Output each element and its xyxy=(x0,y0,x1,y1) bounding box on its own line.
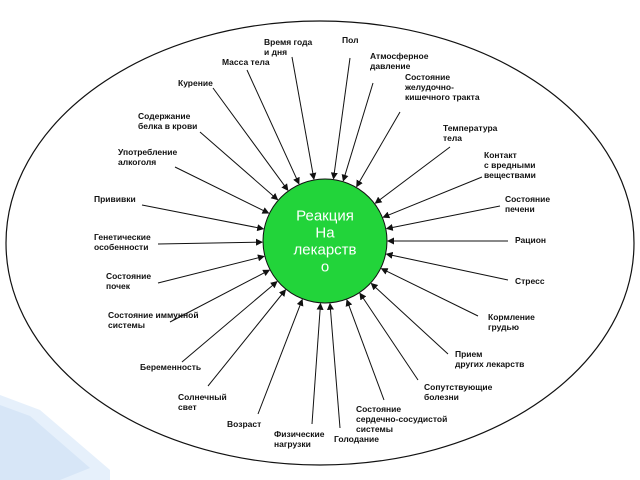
arrow-solnechnyy-svet xyxy=(207,289,287,387)
center-circle xyxy=(262,178,388,304)
factor-label-racion: Рацион xyxy=(515,235,546,245)
outer-ellipse xyxy=(5,20,635,466)
arrow-massa-tela xyxy=(246,69,300,185)
factor-label-vozrast: Возраст xyxy=(227,419,261,429)
arrow-geneticheskie-osobennosti xyxy=(157,238,263,246)
factor-label-golodanie: Голодание xyxy=(334,434,379,444)
arrow-vremya-goda xyxy=(291,56,317,180)
arrow-privivki xyxy=(141,204,265,232)
arrow-vozrast xyxy=(257,298,304,415)
arrow-beremennost xyxy=(181,281,278,363)
arrows-group xyxy=(141,56,509,429)
arrow-stress xyxy=(385,251,509,281)
arrow-atmosfernoe-davlenie xyxy=(341,82,374,182)
arrow-pol xyxy=(330,57,351,180)
arrow-soderzhanie-belka xyxy=(199,131,279,201)
arrow-kurenie xyxy=(212,87,289,192)
arrow-upotreblenie-alkogolya xyxy=(174,166,270,214)
arrow-golodanie xyxy=(326,302,341,429)
arrow-sostoyanie-pecheni xyxy=(385,205,501,231)
factor-label-stress: Стресс xyxy=(515,276,545,286)
factor-label-kurenie: Курение xyxy=(178,78,213,88)
arrow-sostoyanie-pochek xyxy=(157,254,265,284)
factor-label-massa-tela: Масса тела xyxy=(222,57,270,67)
factor-label-beremennost: Беременность xyxy=(140,362,201,372)
factor-label-privivki: Прививки xyxy=(94,194,136,204)
decor-corner xyxy=(0,395,110,480)
arrow-priem-drugih-lekarstv xyxy=(370,282,449,355)
arrow-fizicheskie-nagruzki xyxy=(311,302,324,425)
arrow-soputstvuyushchie-bolezni xyxy=(359,292,419,381)
arrow-kontakt-vrednye-veshchestva xyxy=(382,176,483,219)
arrow-sostoyanie-ssс xyxy=(345,299,385,401)
factor-label-pol: Пол xyxy=(342,35,359,45)
arrow-temperatura-tela xyxy=(374,146,451,204)
arrow-sostoyanie-zhkt xyxy=(356,111,401,188)
arrow-kormlenie-grudyu xyxy=(380,268,479,317)
arrow-immunnaya-sistema xyxy=(169,269,271,323)
